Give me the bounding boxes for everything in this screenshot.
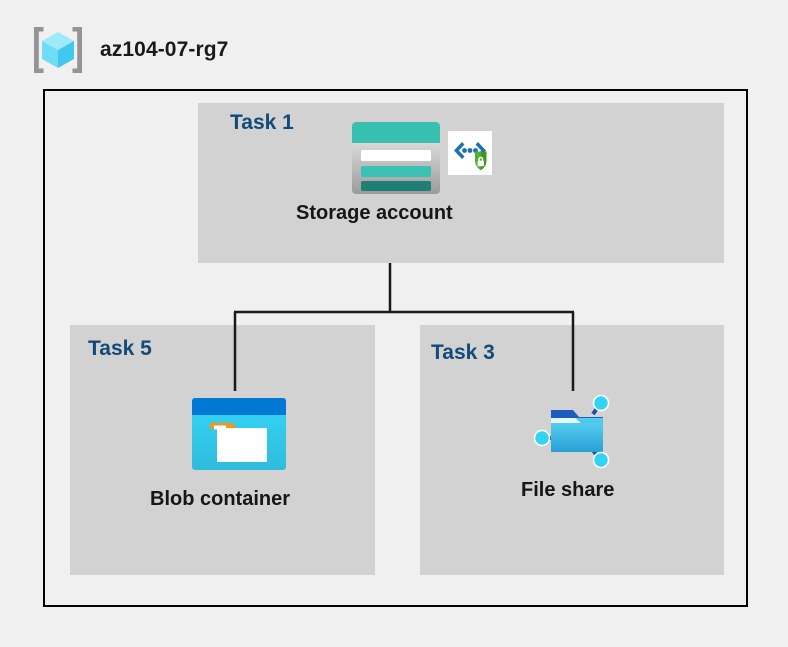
node-label-file-share: File share [521, 479, 615, 501]
task-label-task-3: Task 3 [431, 341, 495, 364]
resource-group-icon [30, 22, 86, 78]
storage-encryption-icon [448, 131, 492, 175]
blob-container-icon [192, 398, 286, 470]
file-share-icon [531, 392, 623, 470]
resource-group-container [43, 89, 748, 607]
task-label-task-5: Task 5 [88, 337, 152, 360]
node-label-blob-container: Blob container [150, 488, 291, 510]
task-box-task-1 [198, 103, 724, 263]
node-label-storage-account: Storage account [296, 202, 453, 224]
task-label-task-1: Task 1 [230, 111, 294, 134]
resource-group-header: az104-07-rg7 [30, 22, 228, 78]
resource-group-title: az104-07-rg7 [100, 38, 229, 61]
storage-account-icon [352, 122, 440, 194]
